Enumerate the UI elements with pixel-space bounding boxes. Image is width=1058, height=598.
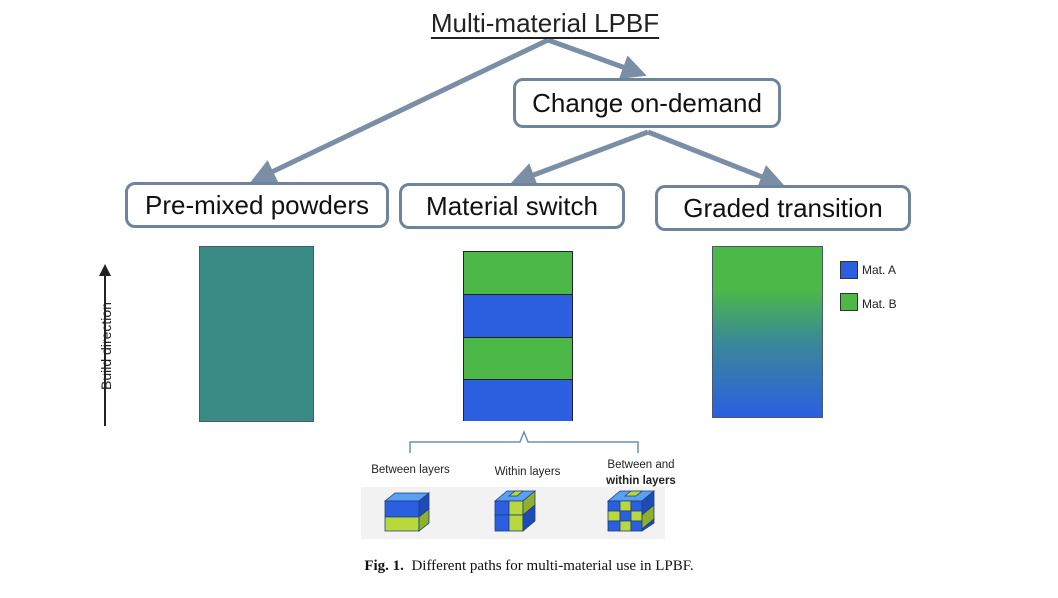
arrow-to-pre-mixed xyxy=(250,37,550,183)
cube-illustrations xyxy=(383,490,656,532)
cube-between-and-within xyxy=(606,490,656,532)
node-change-on-demand: Change on-demand xyxy=(513,78,781,128)
node-change-on-demand-label: Change on-demand xyxy=(532,87,762,118)
layer-mat-b-1 xyxy=(464,252,572,295)
label-between-layers: Between layers xyxy=(371,464,450,476)
label-within-layers: Within layers xyxy=(494,466,561,478)
label-within-layers-bold: within layers xyxy=(606,475,676,487)
caption-label: Fig. 1. xyxy=(364,558,404,574)
layer-mat-a-1 xyxy=(464,295,572,338)
legend-label-mat-a: Mat. A xyxy=(862,263,897,277)
layer-mat-b-2 xyxy=(464,338,572,380)
cube-between-layers xyxy=(383,492,431,532)
arrow-to-material-switch xyxy=(510,129,649,187)
diagram-title: Multi-material LPBF xyxy=(430,8,660,38)
arrow-to-change-on-demand xyxy=(547,37,647,79)
caption-text: Different paths for multi-material use i… xyxy=(411,558,694,574)
figure-caption: Fig. 1. Different paths for multi-materi… xyxy=(0,558,1058,575)
node-graded-transition: Graded transition xyxy=(655,185,911,231)
pre-mixed-block xyxy=(199,246,314,422)
legend-label-mat-b: Mat. B xyxy=(862,297,897,311)
cube-within-layers xyxy=(493,490,537,532)
arrow-to-graded-transition xyxy=(647,129,785,189)
node-material-switch-label: Material switch xyxy=(426,190,598,221)
brace xyxy=(409,429,639,453)
material-switch-block xyxy=(463,251,573,421)
node-material-switch: Material switch xyxy=(399,183,625,229)
node-pre-mixed-label: Pre-mixed powders xyxy=(145,189,369,220)
layer-mat-a-2 xyxy=(464,380,572,421)
build-direction-label: Build direction xyxy=(98,302,114,390)
label-between-and: Between and xyxy=(607,459,675,471)
node-pre-mixed-powders: Pre-mixed powders xyxy=(125,182,389,228)
node-graded-transition-label: Graded transition xyxy=(683,192,883,223)
legend-swatch-mat-b xyxy=(840,293,858,311)
graded-transition-block xyxy=(712,246,823,418)
legend-swatch-mat-a xyxy=(840,261,858,279)
